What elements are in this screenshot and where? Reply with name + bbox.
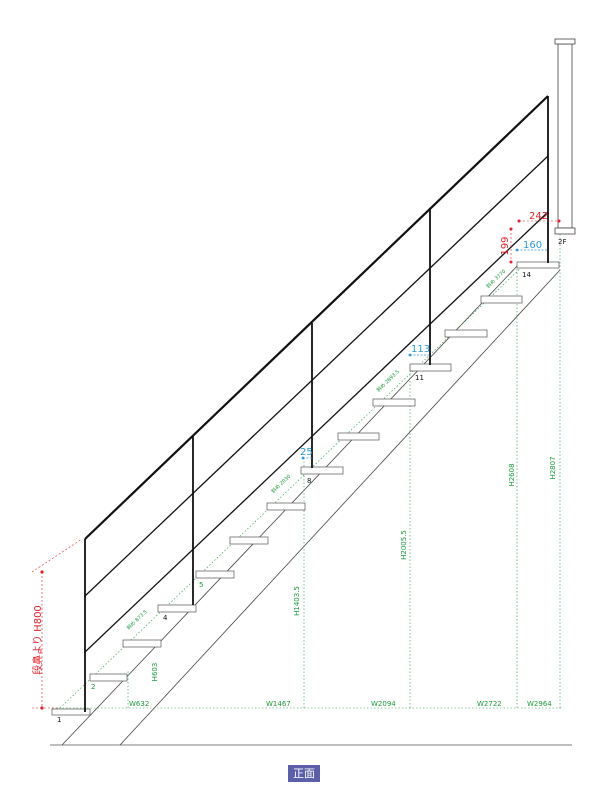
step-number-5: 5 — [199, 581, 203, 589]
step-number-14: 14 — [522, 271, 531, 279]
height-label-1403: H1403.5 — [293, 586, 301, 616]
height-label-2608: H2608 — [508, 463, 516, 486]
dim-113-label: 113 — [411, 344, 430, 355]
step-4 — [157, 604, 197, 613]
step-3 — [122, 639, 162, 648]
stringer-back — [119, 269, 561, 746]
red-top-leader — [31, 538, 83, 573]
step-number-2: 2 — [91, 683, 95, 691]
step-5 — [195, 570, 235, 579]
width-label-1467: W1467 — [266, 700, 291, 708]
step-11 — [409, 363, 452, 372]
step-number-8: 8 — [307, 477, 311, 485]
width-label-2722: W2722 — [477, 700, 502, 708]
width-label-2094: W2094 — [371, 700, 396, 708]
height-label-603: H603 — [151, 663, 159, 682]
newel-post — [557, 43, 573, 229]
dim-160-label: 160 — [523, 240, 542, 251]
blue-113-dot — [408, 353, 412, 357]
step-number-4: 4 — [163, 614, 168, 622]
newel-cap — [554, 38, 576, 45]
view-label-badge: 正面 — [288, 765, 320, 782]
top-rail — [84, 95, 549, 540]
width-label-632: W632 — [129, 700, 149, 708]
width-label-2964: W2964 — [527, 700, 552, 708]
dim-199-label: 199 — [500, 236, 511, 255]
height-label-2005: H2005.5 — [400, 530, 408, 560]
middle-rail — [84, 155, 549, 597]
dim-25-label: 25 — [300, 447, 313, 458]
step-2 — [89, 673, 128, 682]
red-dot-bottom — [40, 706, 44, 710]
step-6 — [229, 536, 269, 545]
step-13 — [480, 295, 523, 304]
rail-height-label: 段鼻より H800 — [31, 605, 44, 675]
dim-242-label: 242 — [529, 211, 548, 222]
blue-25-dot — [301, 456, 305, 460]
red-199-dot-top — [509, 227, 513, 231]
red-242-dot-left — [517, 219, 521, 223]
slope-label-873: 斜め 873.5 — [125, 608, 149, 631]
red-199-dot-bottom — [509, 260, 513, 264]
nosing-line — [59, 263, 526, 709]
step-number-11: 11 — [415, 374, 424, 382]
step-12 — [444, 329, 488, 338]
height-label-2807: H2807 — [549, 456, 557, 479]
step-1 — [51, 708, 91, 716]
step-number-1: 1 — [57, 716, 61, 724]
floor-label: 2F — [558, 238, 566, 246]
handrail — [84, 95, 549, 712]
step-10 — [372, 398, 416, 407]
slope-label-2030: 斜め 2030 — [270, 473, 292, 495]
step-14 — [516, 261, 560, 269]
step-7 — [266, 502, 306, 511]
step-8 — [300, 466, 344, 475]
lower-rail — [84, 211, 549, 653]
slope-label-3770: 斜め 3770 — [485, 268, 507, 290]
landing-edge — [554, 227, 576, 235]
step-9 — [337, 432, 380, 441]
blue-160-dot — [515, 248, 519, 252]
red-242-dot-right — [557, 219, 561, 223]
red-dot-top — [40, 570, 44, 574]
